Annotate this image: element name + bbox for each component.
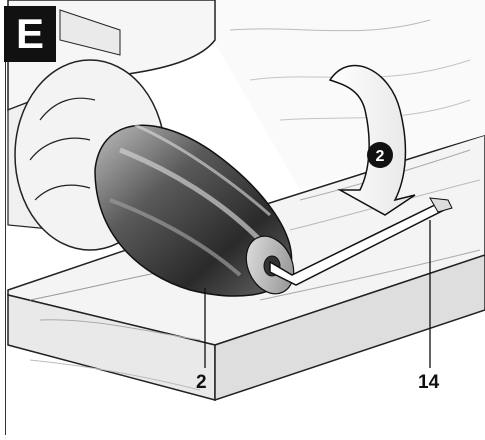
hex-key: [269, 197, 453, 286]
rotation-arrow: [328, 64, 416, 216]
callout-chuck-label: 2: [196, 372, 207, 393]
section-badge: E: [4, 6, 56, 62]
figure-frame-left: [5, 60, 6, 435]
step-marker-circle: [367, 142, 393, 168]
callout-hex-key-label: 14: [418, 372, 440, 393]
step-marker-number: 2: [376, 148, 385, 165]
